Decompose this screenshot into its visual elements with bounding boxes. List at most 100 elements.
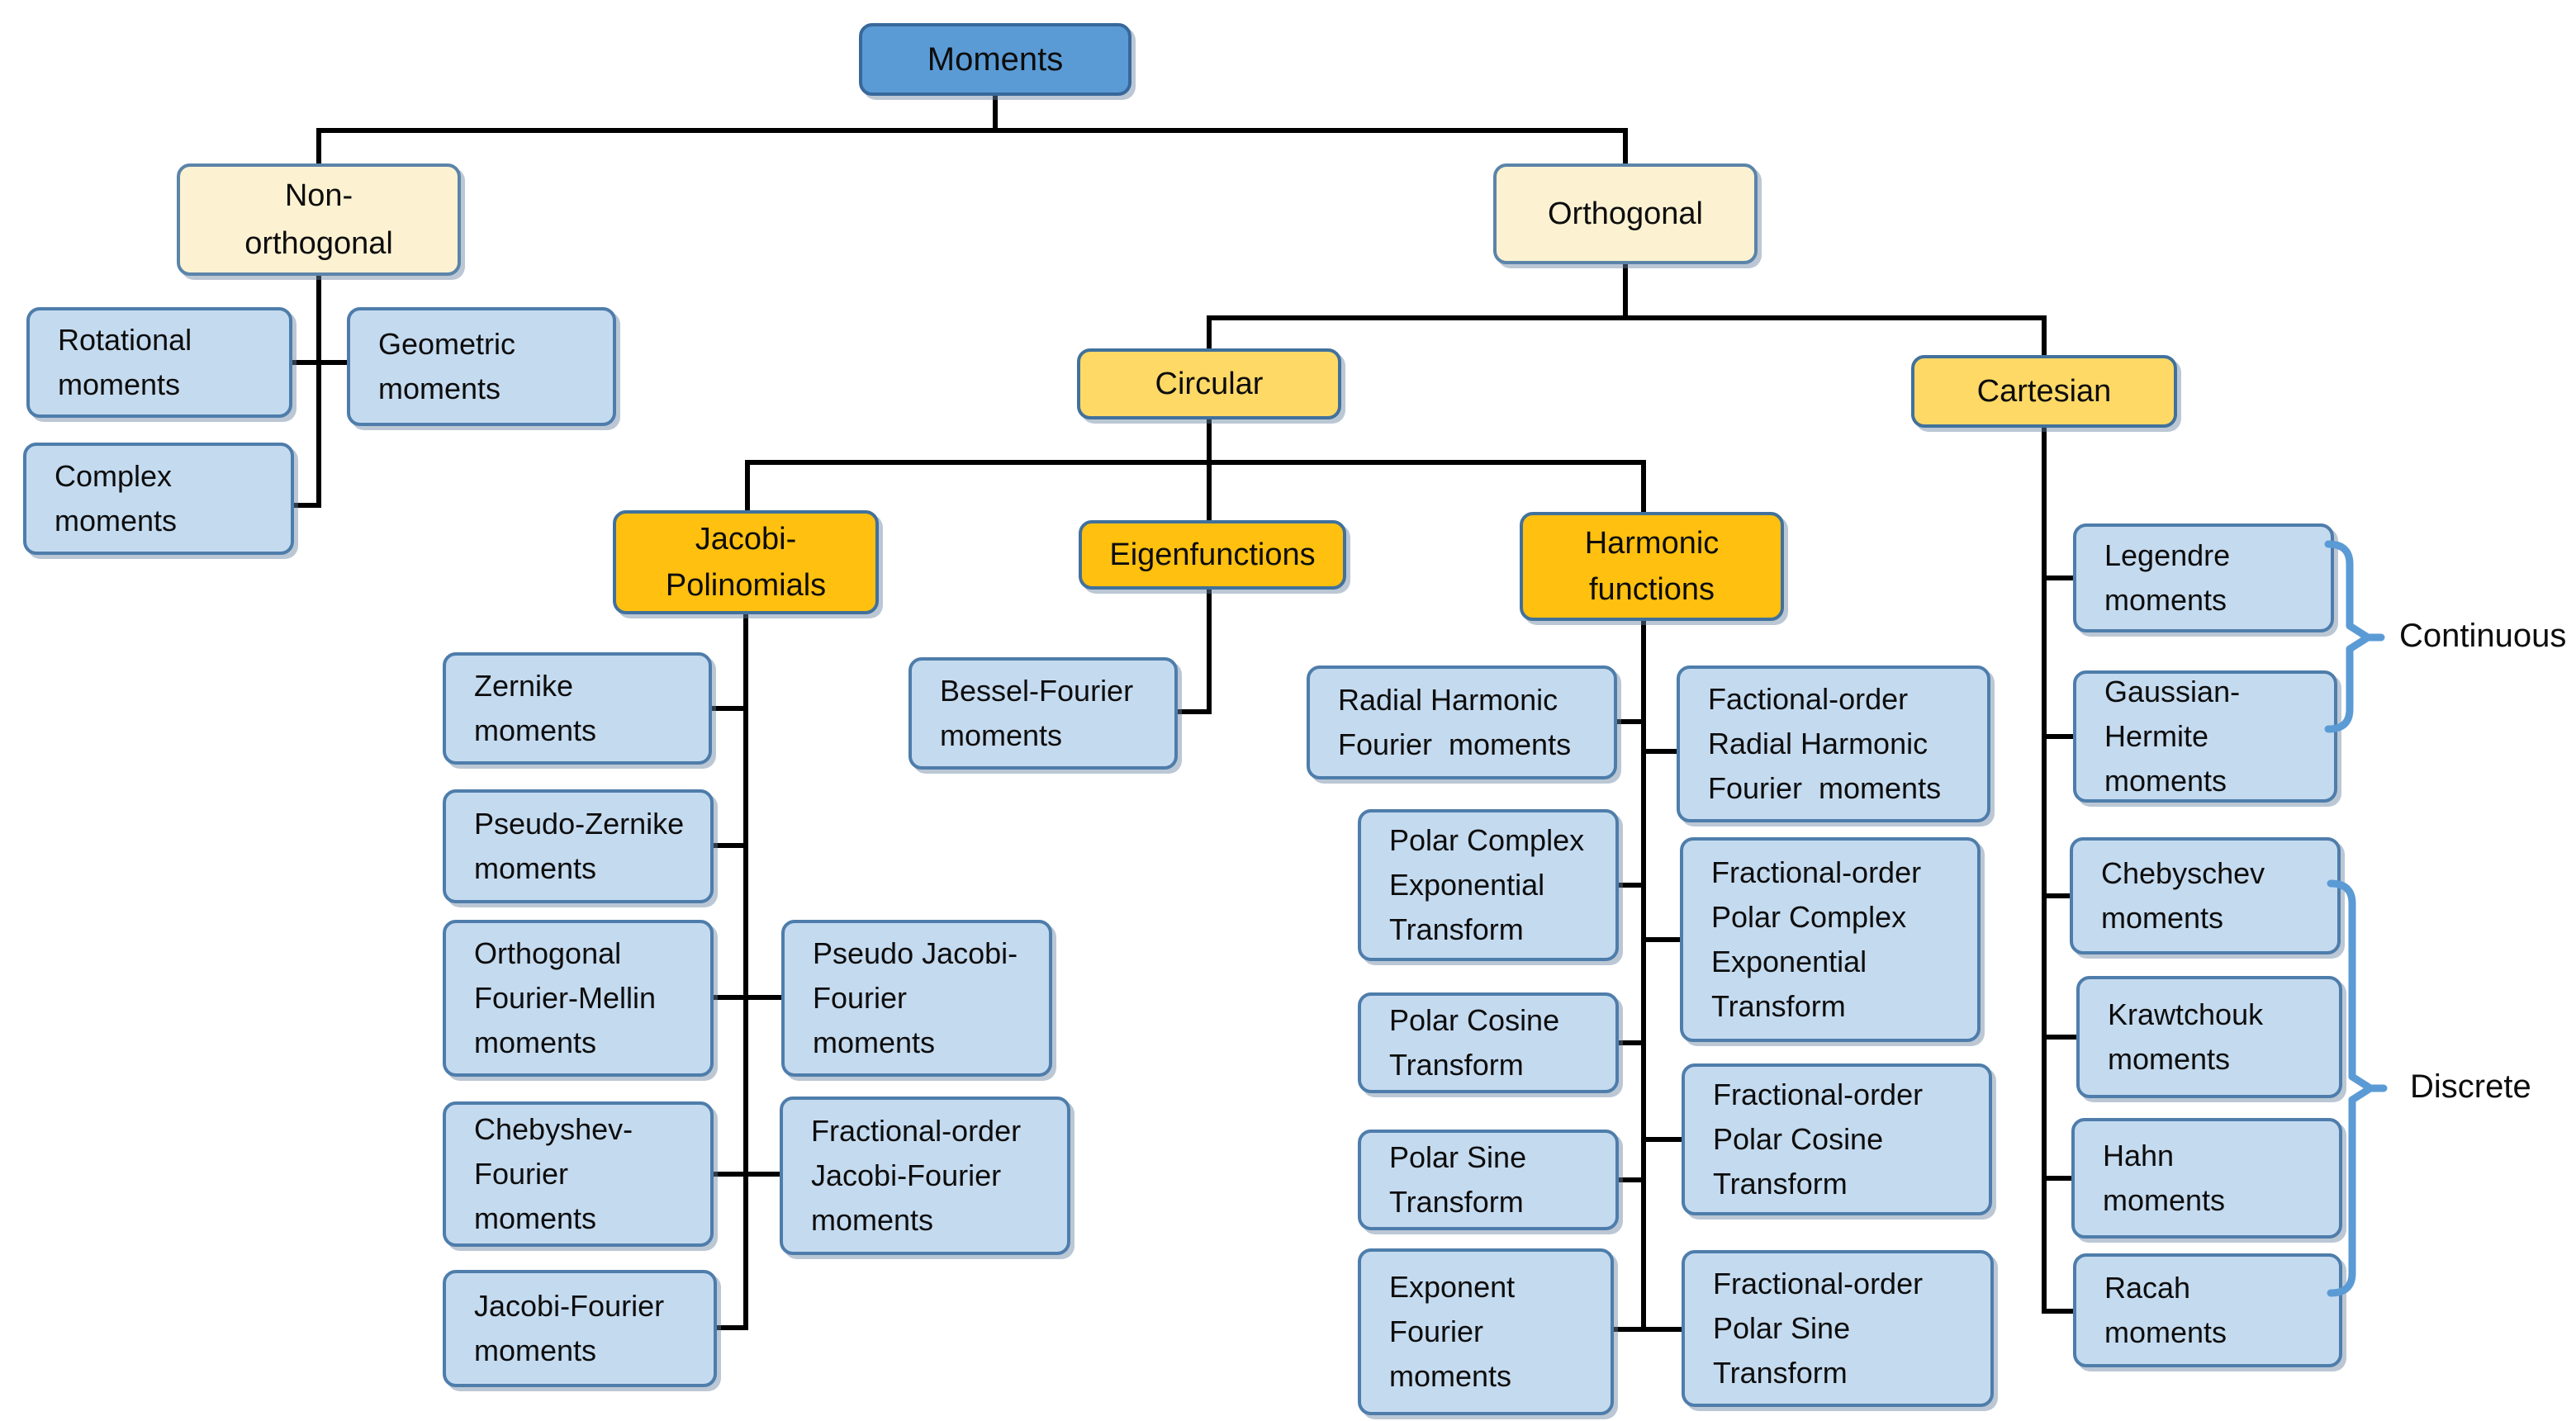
node-label-line: moments — [474, 851, 597, 885]
connector-line — [745, 460, 1646, 465]
node-jacobi-polinomials: Jacobi-Polinomials — [613, 510, 879, 614]
node-label-line: Legendre — [2104, 538, 2231, 572]
node-label-line: moments — [474, 713, 597, 747]
continuous-label: Continuous — [2399, 618, 2567, 654]
connector-line — [711, 843, 748, 848]
node-label-line: Polar Cosine — [1389, 1003, 1560, 1037]
node-cartesian: Cartesian — [1911, 355, 2177, 428]
node-label-line: Polar Complex — [1711, 900, 1907, 934]
node-non-orthogonal: Non-orthogonal — [177, 163, 461, 276]
node-label-line: Fourier — [474, 1157, 569, 1191]
connector-line — [1207, 318, 1212, 348]
node-label-line: Harmonic — [1584, 526, 1720, 561]
discrete-label: Discrete — [2410, 1068, 2531, 1105]
node-label-line: Polar Cosine — [1713, 1122, 1884, 1156]
node-label-line: Transform — [1713, 1356, 1848, 1390]
connector-line — [743, 614, 748, 1328]
connector-line — [2042, 734, 2076, 739]
node-label-line: moments — [474, 1025, 597, 1059]
connector-line — [1613, 719, 1646, 724]
node-label-line: Non- — [284, 178, 353, 213]
connector-line — [1615, 883, 1646, 888]
node-label-line: Exponential — [1389, 868, 1545, 902]
node-moments: Moments — [859, 23, 1131, 96]
node-label-line: Polar Sine — [1389, 1140, 1527, 1174]
node-label-line: Krawtchouk — [2108, 997, 2264, 1031]
connector-line — [1175, 709, 1212, 714]
node-eigenfunctions: Eigenfunctions — [1079, 520, 1346, 590]
node-label-line: Bessel-Fourier — [940, 674, 1134, 708]
node-label-line: Moments — [927, 41, 1064, 78]
connector-line — [292, 503, 321, 508]
node-label-line: moments — [813, 1025, 936, 1059]
node-label-line: moments — [474, 1201, 597, 1235]
node-label-line: orthogonal — [244, 226, 393, 261]
node-label-line: Chebyschev — [2101, 856, 2265, 890]
node-label-line: Pseudo-Zernike — [474, 807, 685, 841]
node-label-line: Geometric — [378, 327, 516, 361]
node-label-line: Fractional-order — [1713, 1078, 1924, 1111]
node-zernike-moments: Zernike moments — [443, 652, 712, 765]
node-label-line: Pseudo Jacobi- — [813, 936, 1018, 970]
connector-line — [711, 995, 784, 1000]
node-label-line: functions — [1588, 572, 1715, 607]
connector-line — [1641, 462, 1646, 512]
connector-line — [2042, 893, 2072, 898]
node-label-line: Exponential — [1711, 945, 1867, 978]
connector-line — [2042, 318, 2047, 355]
node-label-line: Transform — [1389, 1048, 1524, 1082]
connector-line — [1641, 749, 1679, 754]
node-label-line: Gaussian- — [2104, 675, 2241, 708]
node-label-line: Polar Sine — [1713, 1311, 1851, 1345]
node-label-line: moments — [2108, 1042, 2231, 1076]
node-label-line: moments — [940, 718, 1063, 752]
connector-line — [1641, 937, 1682, 942]
connector-line — [711, 1172, 782, 1177]
node-bessel-fourier-moments: Bessel-Fourier moments — [908, 657, 1178, 770]
connector-line — [1641, 621, 1646, 1329]
connector-line — [714, 1325, 748, 1330]
connector-line — [993, 96, 998, 130]
node-krawtchouk-moments: Krawtchouk moments — [2076, 976, 2342, 1098]
connector-line — [316, 276, 321, 505]
node-label-line: Cartesian — [1976, 374, 2112, 409]
connector-line — [1615, 1177, 1646, 1182]
connector-line — [2042, 1309, 2076, 1314]
node-label-line: Fourier-Mellin — [474, 981, 657, 1015]
connector-line — [1207, 315, 2047, 320]
node-label-line: Fourier moments — [1338, 727, 1572, 761]
connector-line — [2042, 576, 2076, 580]
node-circular: Circular — [1077, 348, 1341, 419]
connector-line — [2042, 1035, 2079, 1040]
node-label-line: Zernike — [474, 669, 574, 703]
node-orthogonal: Orthogonal — [1493, 163, 1758, 264]
node-label-line: Jacobi-Fourier — [811, 1158, 1002, 1192]
node-label-line: Hermite — [2104, 719, 2209, 753]
node-harmonic-functions: Harmonic functions — [1520, 512, 1784, 621]
node-label-line: Polinomials — [665, 568, 827, 603]
node-label-line: Fourier — [1389, 1314, 1484, 1348]
connector-line — [1623, 264, 1628, 318]
connector-line — [1611, 1327, 1684, 1332]
connector-line — [2042, 428, 2047, 1311]
node-label-line: Transform — [1713, 1167, 1848, 1201]
node-label-line: Radial Harmonic — [1338, 683, 1558, 717]
connector-line — [1207, 590, 1212, 712]
node-label-line: Fractional-order — [811, 1114, 1022, 1148]
connector-line — [1207, 419, 1212, 520]
node-label-line: Polar Complex — [1389, 823, 1585, 857]
